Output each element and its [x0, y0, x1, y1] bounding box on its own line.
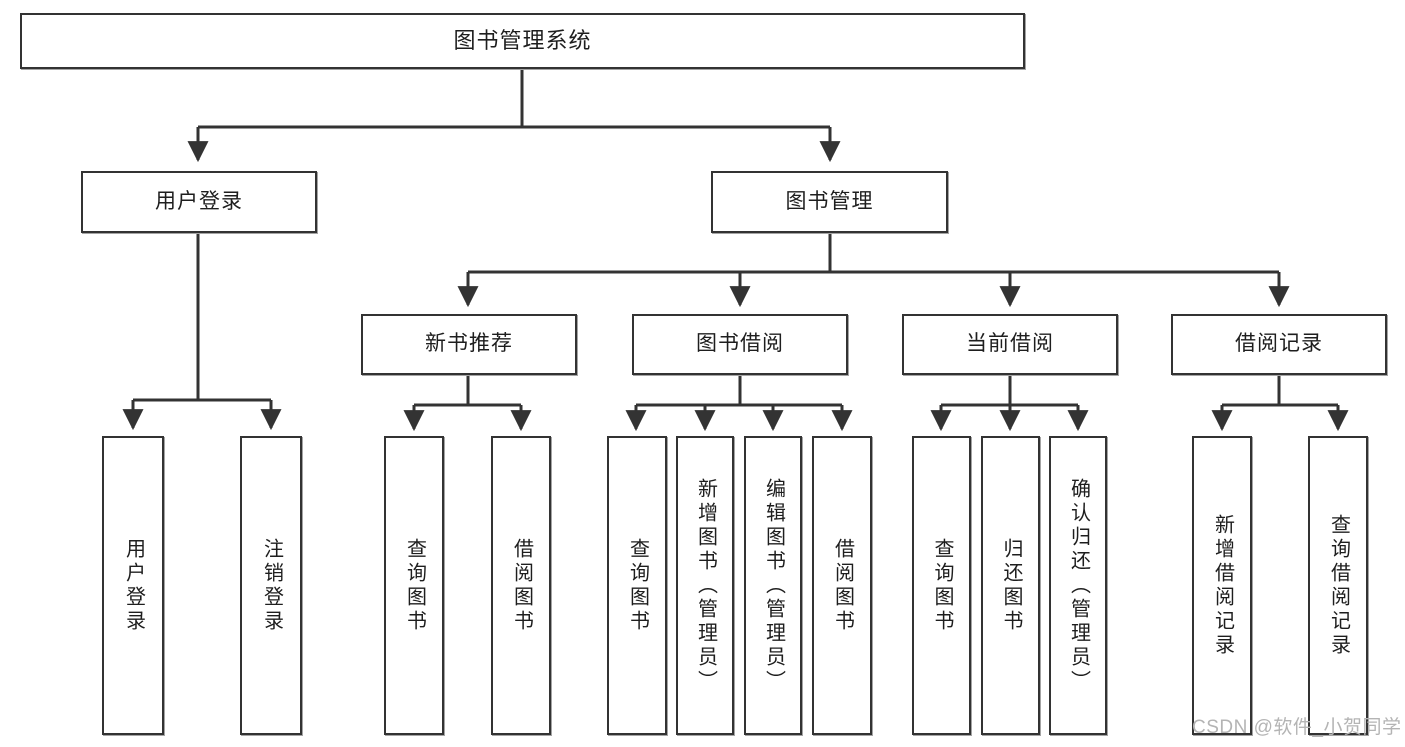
node-new-book-recommend[interactable]: 新书推荐	[361, 314, 577, 375]
node-new-book-recommend-label: 新书推荐	[425, 332, 513, 356]
node-leaf-query-record-label: 查询借阅记录	[1327, 513, 1350, 658]
node-book-management-label: 图书管理	[785, 189, 874, 213]
node-leaf-query-record[interactable]: 查询借阅记录	[1308, 436, 1368, 735]
node-leaf-confirm-return[interactable]: 确认归还（管理员）	[1049, 436, 1107, 735]
node-leaf-borrow-book-2[interactable]: 借阅图书	[812, 436, 872, 735]
node-leaf-query-book-2[interactable]: 查询图书	[607, 436, 667, 735]
node-book-borrow[interactable]: 图书借阅	[632, 314, 848, 375]
node-user-login-label: 用户登录	[155, 189, 243, 213]
node-leaf-borrow-book-1-label: 借阅图书	[510, 537, 533, 634]
node-leaf-add-book[interactable]: 新增图书（管理员）	[676, 436, 734, 735]
node-root[interactable]: 图书管理系统	[20, 13, 1025, 69]
node-leaf-edit-book[interactable]: 编辑图书（管理员）	[744, 436, 802, 735]
node-leaf-borrow-book-2-label: 借阅图书	[831, 537, 854, 634]
node-leaf-query-book-3-label: 查询图书	[931, 537, 953, 634]
node-leaf-add-record[interactable]: 新增借阅记录	[1192, 436, 1252, 735]
node-leaf-query-book-3[interactable]: 查询图书	[912, 436, 971, 735]
node-user-login[interactable]: 用户登录	[81, 171, 317, 233]
node-leaf-user-login[interactable]: 用户登录	[102, 436, 164, 735]
node-current-borrow[interactable]: 当前借阅	[902, 314, 1118, 375]
node-leaf-return-book[interactable]: 归还图书	[981, 436, 1040, 735]
node-leaf-query-book-2-label: 查询图书	[626, 537, 649, 634]
node-leaf-query-book-1-label: 查询图书	[403, 537, 426, 634]
node-root-label: 图书管理系统	[453, 28, 592, 54]
node-leaf-borrow-book-1[interactable]: 借阅图书	[491, 436, 551, 735]
node-current-borrow-label: 当前借阅	[966, 332, 1054, 356]
node-book-management[interactable]: 图书管理	[711, 171, 948, 233]
node-borrow-record-label: 借阅记录	[1235, 332, 1323, 356]
node-leaf-user-login-label: 用户登录	[122, 537, 145, 634]
node-leaf-logout-login[interactable]: 注销登录	[240, 436, 302, 735]
node-book-borrow-label: 图书借阅	[696, 332, 784, 356]
csdn-watermark: CSDN @软件_小贺同学	[1192, 717, 1402, 738]
node-leaf-logout-login-label: 注销登录	[260, 537, 283, 634]
node-leaf-add-book-label: 新增图书（管理员）	[694, 477, 717, 694]
node-leaf-add-record-label: 新增借阅记录	[1211, 513, 1234, 658]
node-leaf-edit-book-label: 编辑图书（管理员）	[762, 477, 785, 694]
node-borrow-record[interactable]: 借阅记录	[1171, 314, 1387, 375]
node-leaf-confirm-return-label: 确认归还（管理员）	[1067, 477, 1090, 694]
node-leaf-return-book-label: 归还图书	[1000, 537, 1022, 634]
node-leaf-query-book-1[interactable]: 查询图书	[384, 436, 444, 735]
